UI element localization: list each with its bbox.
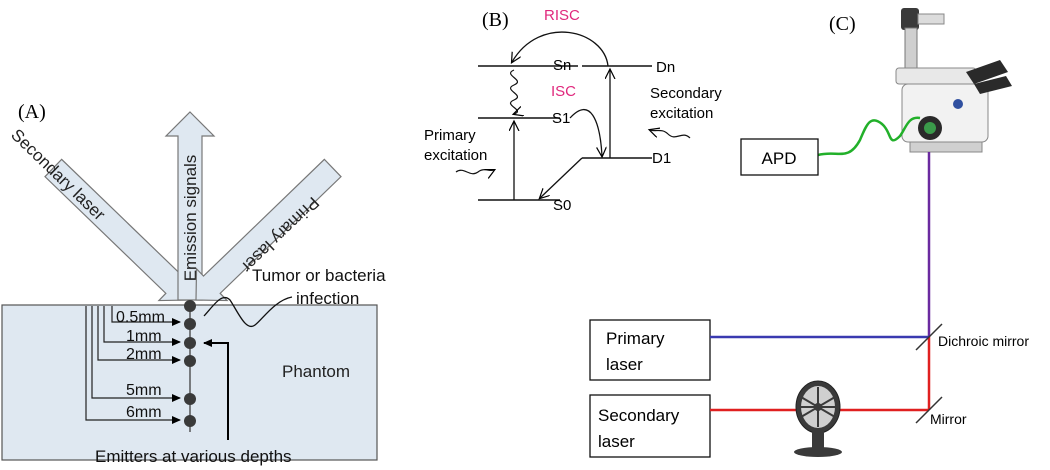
dichroic-mirror [915,323,943,351]
sn-label: Sn [553,57,571,74]
panel-b: (B) Sn Dn S1 D1 S0 RISC ISC Primary exci… [424,7,722,214]
d1-label: D1 [652,150,671,167]
emitters-pointer [203,339,229,440]
panel-a: (A) Phantom Secondary laser Emission sig… [1,101,386,466]
secondary-excitation-label-line1: Secondary [650,85,722,102]
dn-label: Dn [656,59,675,76]
panel-a-label: (A) [18,101,46,123]
secondary-laser-label: Secondary laser [7,125,109,224]
mirror-label: Mirror [930,411,967,427]
optical-chopper-icon [794,380,842,457]
risc-arrow [512,31,609,67]
phantom-label: Phantom [282,362,350,381]
emission-signals-label: Emission signals [181,155,200,282]
depth-label: 5mm [126,382,162,399]
panel-b-label: (B) [482,9,509,31]
depth-label: 6mm [126,404,162,421]
s1-label: S1 [552,110,570,127]
secondary-excitation-wave [650,130,691,139]
panel-c-label: (C) [829,13,856,35]
panel-c: (C) APD Primary laser Secondary [589,8,1029,458]
secondary-laser-box-line2: laser [598,432,635,451]
emitter-dot [184,355,196,367]
relaxation-squiggle [510,69,518,114]
secondary-laser-box-line1: Secondary [598,406,680,425]
tumor-label-line2: infection [296,289,359,308]
tumor-pointer [203,296,293,328]
primary-excitation-wave [455,170,494,174]
primary-excitation-label-line2: excitation [424,147,487,164]
depth-label: 1mm [126,328,162,345]
emitter-dot [184,393,196,405]
primary-excitation-label-line1: Primary [424,127,476,144]
depth-label: 2mm [126,346,162,363]
emitter-dot [184,318,196,330]
optical-fiber [817,116,921,157]
s0-label: S0 [553,197,571,214]
isc-arrow [569,109,602,156]
decay-arrow [540,157,583,198]
primary-laser-box-line2: laser [606,355,643,374]
emitter-dot [184,300,196,312]
tumor-label-line1: Tumor or bacteria [252,266,386,285]
dichroic-mirror-label: Dichroic mirror [938,333,1029,349]
emitters-label: Emitters at various depths [95,447,292,466]
apd-box [740,138,819,176]
apd-label: APD [762,149,797,168]
depth-label: 0.5mm [116,309,165,326]
primary-laser-box-line1: Primary [606,329,665,348]
secondary-laser-box [589,394,711,458]
emitters [184,300,196,427]
emitter-dot [184,337,196,349]
mirror [915,396,943,424]
secondary-laser-arrow: Secondary laser [7,125,191,302]
emission-signals-arrow: Emission signals [164,111,216,301]
secondary-excitation-label-line2: excitation [650,105,713,122]
microscope-icon [895,8,1012,153]
depth-brackets [85,306,181,424]
primary-laser-box [589,319,711,381]
isc-label: ISC [551,83,576,100]
risc-label: RISC [544,7,580,24]
emitter-dot [184,415,196,427]
